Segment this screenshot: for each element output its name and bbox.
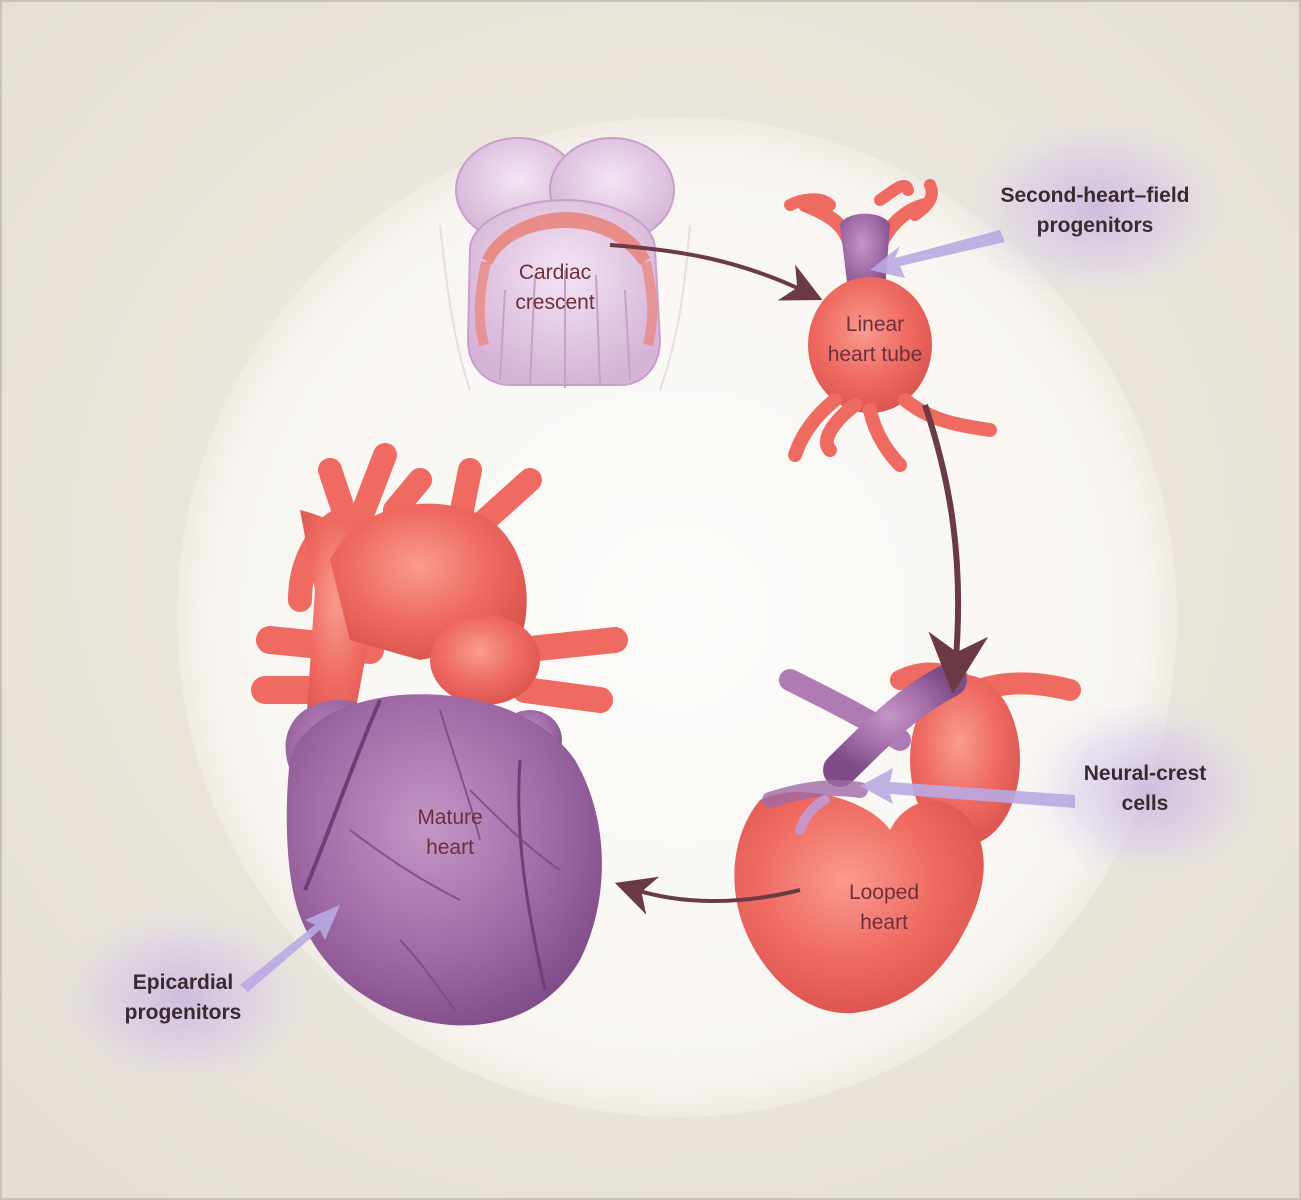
epicardial-pointer bbox=[240, 905, 340, 992]
mature-heart-label: Mature heart bbox=[417, 806, 483, 859]
epicardial-label: Epicardial progenitors bbox=[124, 971, 242, 1024]
linear-heart-tube-illustration bbox=[784, 179, 997, 472]
mature-heart-illustration bbox=[251, 443, 628, 1026]
tube-to-looped-arrow bbox=[922, 404, 989, 694]
crescent-to-tube-arrow bbox=[609, 243, 823, 301]
cardiac-crescent-label: Cardiac crescent bbox=[515, 261, 595, 314]
neural-crest-glow bbox=[1022, 695, 1272, 885]
second-heart-field-glow bbox=[957, 113, 1237, 303]
linear-heart-tube-label: Linear heart tube bbox=[827, 313, 923, 366]
second-heart-field-label: Second-heart–field progenitors bbox=[1000, 184, 1190, 237]
neural-crest-label: Neural-crest cells bbox=[1083, 762, 1207, 815]
neural-crest-pointer bbox=[860, 768, 1075, 808]
cardiac-crescent-illustration bbox=[439, 137, 691, 391]
looped-to-mature-arrow bbox=[614, 876, 801, 915]
looped-heart-label: Looped heart bbox=[848, 881, 920, 934]
second-heart-field-pointer bbox=[870, 230, 1005, 278]
looped-heart-illustration bbox=[734, 662, 1081, 1014]
epicardial-glow bbox=[48, 903, 318, 1093]
